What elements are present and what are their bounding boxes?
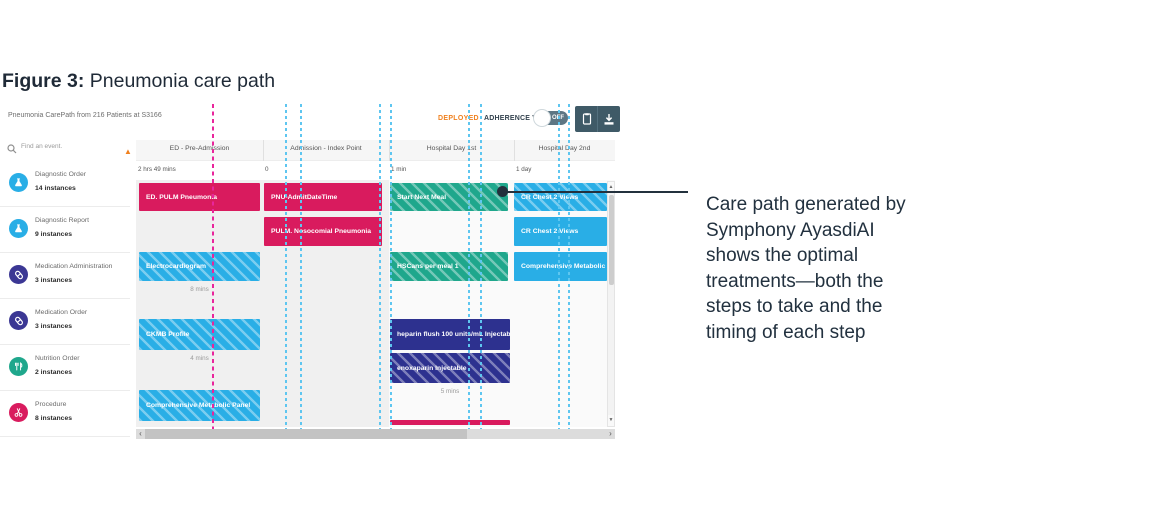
chevron-right-icon[interactable]: › [609, 429, 612, 438]
blue-dotted-gridline [558, 104, 560, 440]
annotation-line: Symphony AyasdiAI [706, 219, 875, 241]
callout-dot [497, 186, 508, 197]
deployed-status: DEPLOYED [438, 115, 479, 122]
duration-label: 4 mins [190, 355, 209, 362]
toggle-knob[interactable] [534, 110, 550, 126]
care-path-bar-electrocardiogram[interactable]: Electrocardiogram [139, 252, 260, 281]
care-path-bar-pulm-nosocomial-pneumonia[interactable]: PULM. Nosocomial Pneumonia [264, 217, 382, 246]
event-label: Medication Administration [35, 263, 113, 270]
column-separator [514, 140, 515, 161]
warning-triangle-icon: ▲ [124, 147, 132, 156]
blue-dotted-gridline [390, 104, 392, 440]
sidebar-item-procedure[interactable]: Procedure 8 instances [0, 391, 130, 437]
annotation-line: shows the optimal [706, 245, 859, 266]
copy-button[interactable] [575, 106, 597, 132]
event-count: 8 instances [35, 415, 73, 422]
blue-dotted-gridline [480, 104, 482, 440]
care-path-bar-enoxaparin-injectable[interactable]: enoxaparin Injectable [390, 353, 510, 383]
figure-title: Pneumonia care path [84, 70, 276, 92]
blue-dotted-gridline [379, 104, 381, 440]
column-separator [389, 140, 390, 161]
event-label: Medication Order [35, 309, 88, 316]
vertical-scrollbar[interactable]: ▲ ▼ [607, 181, 615, 427]
pill-icon [9, 265, 28, 284]
care-path-bar-ckmb-profile[interactable]: CKMB Profile [139, 319, 260, 350]
column-header: ED - Pre-Admission [169, 145, 230, 152]
event-label: Diagnostic Order [35, 171, 86, 178]
sidebar-item-medication-order[interactable]: Medication Order 3 instances [0, 299, 130, 345]
blue-dotted-gridline [568, 104, 570, 440]
scissors-icon [9, 403, 28, 422]
figure-heading: Figure 3: Pneumonia care path [2, 70, 275, 93]
duration-label: 8 mins [190, 286, 209, 293]
care-path-bar-cr-chest-2-views[interactable]: CR Chest 2 Views [514, 183, 607, 211]
flask-icon [9, 219, 28, 238]
header-button-group [575, 106, 620, 132]
download-button[interactable] [597, 106, 620, 132]
care-path-bar-heparin-flush-100-units-ml-injectable[interactable]: heparin flush 100 units/mL Injectable [390, 319, 510, 350]
pink-dashed-gridline [212, 104, 214, 440]
horizontal-scrollbar[interactable]: ‹ › [136, 429, 615, 439]
horizontal-scroll-thumb[interactable] [145, 429, 467, 439]
column-header: Hospital Day 2nd [538, 145, 591, 152]
app-title: Pneumonia CarePath from 216 Patients at … [8, 112, 162, 119]
duration-label: 5 mins [440, 388, 460, 395]
care-path-bar-ed-pulm-pneumonia[interactable]: ED. PULM Pneumonia [139, 183, 260, 211]
chevron-down-icon[interactable]: ▼ [608, 415, 614, 426]
event-count: 2 instances [35, 369, 73, 376]
care-path-bar-comprehensive-metabolic-panel[interactable]: Comprehensive Metabolic Panel [514, 252, 607, 281]
clipboard-copy-icon [582, 112, 591, 125]
blue-dotted-gridline [300, 104, 302, 440]
sidebar-item-diagnostic-order[interactable]: Diagnostic Order 14 instances [0, 161, 130, 207]
annotation-line: treatments—both the [706, 270, 884, 292]
time-tick-label: 2 hrs 49 mins [138, 166, 176, 173]
sidebar-item-nutrition-order[interactable]: Nutrition Order 2 instances [0, 345, 130, 391]
pill-icon [9, 311, 28, 330]
time-tick-label: 1 day [516, 166, 532, 173]
vertical-scroll-thumb[interactable] [608, 195, 614, 285]
sidebar-item-diagnostic-report[interactable]: Diagnostic Report 9 instances [0, 207, 130, 253]
event-count: 9 instances [35, 231, 73, 238]
column-header: Hospital Day 1st [426, 145, 477, 152]
annotation-line: timing of each step [706, 321, 866, 343]
event-count: 3 instances [35, 277, 73, 284]
search-input[interactable] [21, 143, 113, 150]
care-path-bar-start-next-meal[interactable]: Start Next Meal [390, 183, 508, 211]
event-label: Diagnostic Report [35, 217, 90, 224]
event-label: Nutrition Order [35, 355, 80, 362]
annotation-line: Care path generated by [706, 194, 906, 215]
annotation-text: Care path generated by Symphony AyasdiAI s… [706, 192, 971, 345]
annotation-line: steps to take and the [706, 296, 883, 317]
chevron-up-icon[interactable]: ▲ [608, 182, 614, 193]
time-tick-label: 0 [265, 166, 269, 173]
event-count: 3 instances [35, 323, 73, 330]
download-icon [604, 113, 614, 125]
flask-icon [9, 173, 28, 192]
event-label: Procedure [35, 401, 67, 408]
column-header: Admission - Index Point [290, 145, 362, 152]
care-path-bar-hscans-per-meal-1[interactable]: HSCans per meal 1 [390, 252, 508, 281]
search-icon [7, 144, 17, 154]
adherence-view-label: ADHERENCE VIEW [484, 115, 551, 122]
utensils-icon [9, 357, 28, 376]
timeline-header-band [136, 140, 615, 161]
chevron-left-icon[interactable]: ‹ [139, 429, 142, 438]
care-path-bar[interactable] [390, 420, 510, 425]
care-path-chart: ED - Pre-Admission 2 hrs 49 mins Admission… [136, 104, 615, 440]
blue-dotted-gridline [468, 104, 470, 440]
column-separator [263, 140, 264, 161]
event-count: 14 instances [35, 185, 76, 192]
time-tick-label: 1 min [391, 166, 407, 173]
care-path-bar-comprehensive-metabolic-panel[interactable]: Comprehensive Metabolic Panel [139, 390, 260, 421]
event-search-row: ▲ [0, 138, 132, 162]
blue-dotted-gridline [285, 104, 287, 440]
care-path-bar-cr-chest-2-views[interactable]: CR Chest 2 Views [514, 217, 607, 246]
adherence-toggle[interactable]: OFF [534, 110, 568, 126]
callout-line [503, 191, 688, 193]
care-path-bar-pnu-admitdatetime[interactable]: PNU-AdmitDateTime [264, 183, 382, 211]
figure-label: Figure 3: [2, 70, 85, 92]
sidebar-item-medication-administration[interactable]: Medication Administration 3 instances [0, 253, 130, 299]
